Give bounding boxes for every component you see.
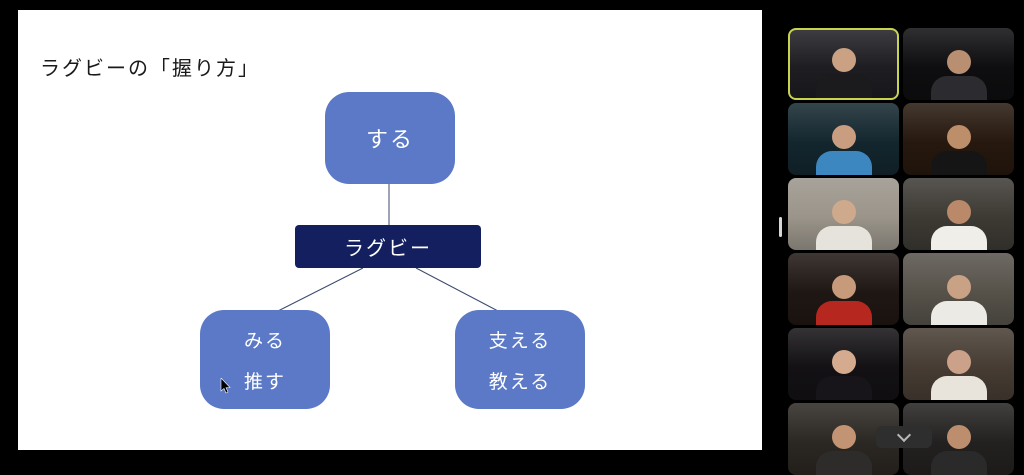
avatar-head [946, 200, 971, 224]
participant-avatar [930, 200, 987, 250]
avatar-torso [930, 376, 987, 400]
avatar-torso [930, 451, 987, 475]
participant-avatar [930, 350, 987, 400]
avatar-torso [815, 451, 872, 475]
avatar-head [946, 50, 971, 74]
participant-avatar [930, 275, 987, 325]
avatar-head [946, 425, 971, 449]
participant-avatar [930, 50, 987, 100]
participant-tile[interactable] [903, 328, 1014, 400]
shared-screen-slide: ラグビーの「握り方」 する ラグビー みる 推す 支える 教える [18, 10, 762, 450]
avatar-torso [930, 301, 987, 325]
avatar-head [946, 350, 971, 374]
avatar-head [946, 275, 971, 299]
avatar-head [831, 48, 856, 72]
participant-avatar [815, 125, 872, 175]
participant-tile[interactable] [903, 28, 1014, 100]
participant-tile[interactable] [788, 253, 899, 325]
collapse-gallery-button[interactable] [876, 426, 932, 448]
diagram-node-line: 支える [488, 330, 552, 352]
avatar-head [831, 125, 856, 149]
avatar-torso [815, 376, 872, 400]
avatar-head [831, 200, 856, 224]
participant-avatar [930, 425, 987, 475]
meeting-window: { "slide": { "title": "ラグビーの「握り方」", "dia… [18, 10, 1014, 475]
mouse-cursor-icon [220, 378, 231, 394]
avatar-head [831, 275, 856, 299]
diagram-node-line: 教える [488, 371, 552, 393]
participant-avatar [930, 125, 987, 175]
avatar-torso [930, 151, 987, 175]
slide-title: ラグビーの「握り方」 [40, 58, 260, 80]
avatar-torso [815, 151, 872, 175]
avatar-torso [815, 74, 872, 98]
diagram-node-line: みる [243, 330, 286, 352]
participant-tile[interactable] [903, 178, 1014, 250]
diagram-node-sasaeru-oshieru: 支える 教える [455, 310, 585, 409]
participant-avatar [815, 200, 872, 250]
diagram-node-rugby: ラグビー [295, 225, 481, 268]
avatar-head [946, 125, 971, 149]
chevron-down-icon [896, 427, 912, 443]
participant-tile[interactable] [903, 253, 1014, 325]
diagram-node-miru-osu: みる 推す [200, 310, 330, 409]
participant-tile[interactable] [788, 103, 899, 175]
participant-tile[interactable] [788, 178, 899, 250]
participant-avatar [815, 350, 872, 400]
panel-resize-handle[interactable] [779, 217, 782, 237]
avatar-head [831, 350, 856, 374]
avatar-torso [930, 226, 987, 250]
participant-avatar [815, 275, 872, 325]
diagram-node-suru: する [325, 92, 455, 184]
participant-avatar [815, 425, 872, 475]
avatar-torso [815, 301, 872, 325]
participant-tile[interactable] [788, 28, 899, 100]
participant-avatar [815, 48, 872, 98]
avatar-torso [815, 226, 872, 250]
participant-tile[interactable] [903, 103, 1014, 175]
diagram-node-line: 推す [243, 371, 286, 393]
avatar-head [831, 425, 856, 449]
participant-gallery [788, 28, 1014, 475]
participant-tile[interactable] [788, 328, 899, 400]
avatar-torso [930, 76, 987, 100]
